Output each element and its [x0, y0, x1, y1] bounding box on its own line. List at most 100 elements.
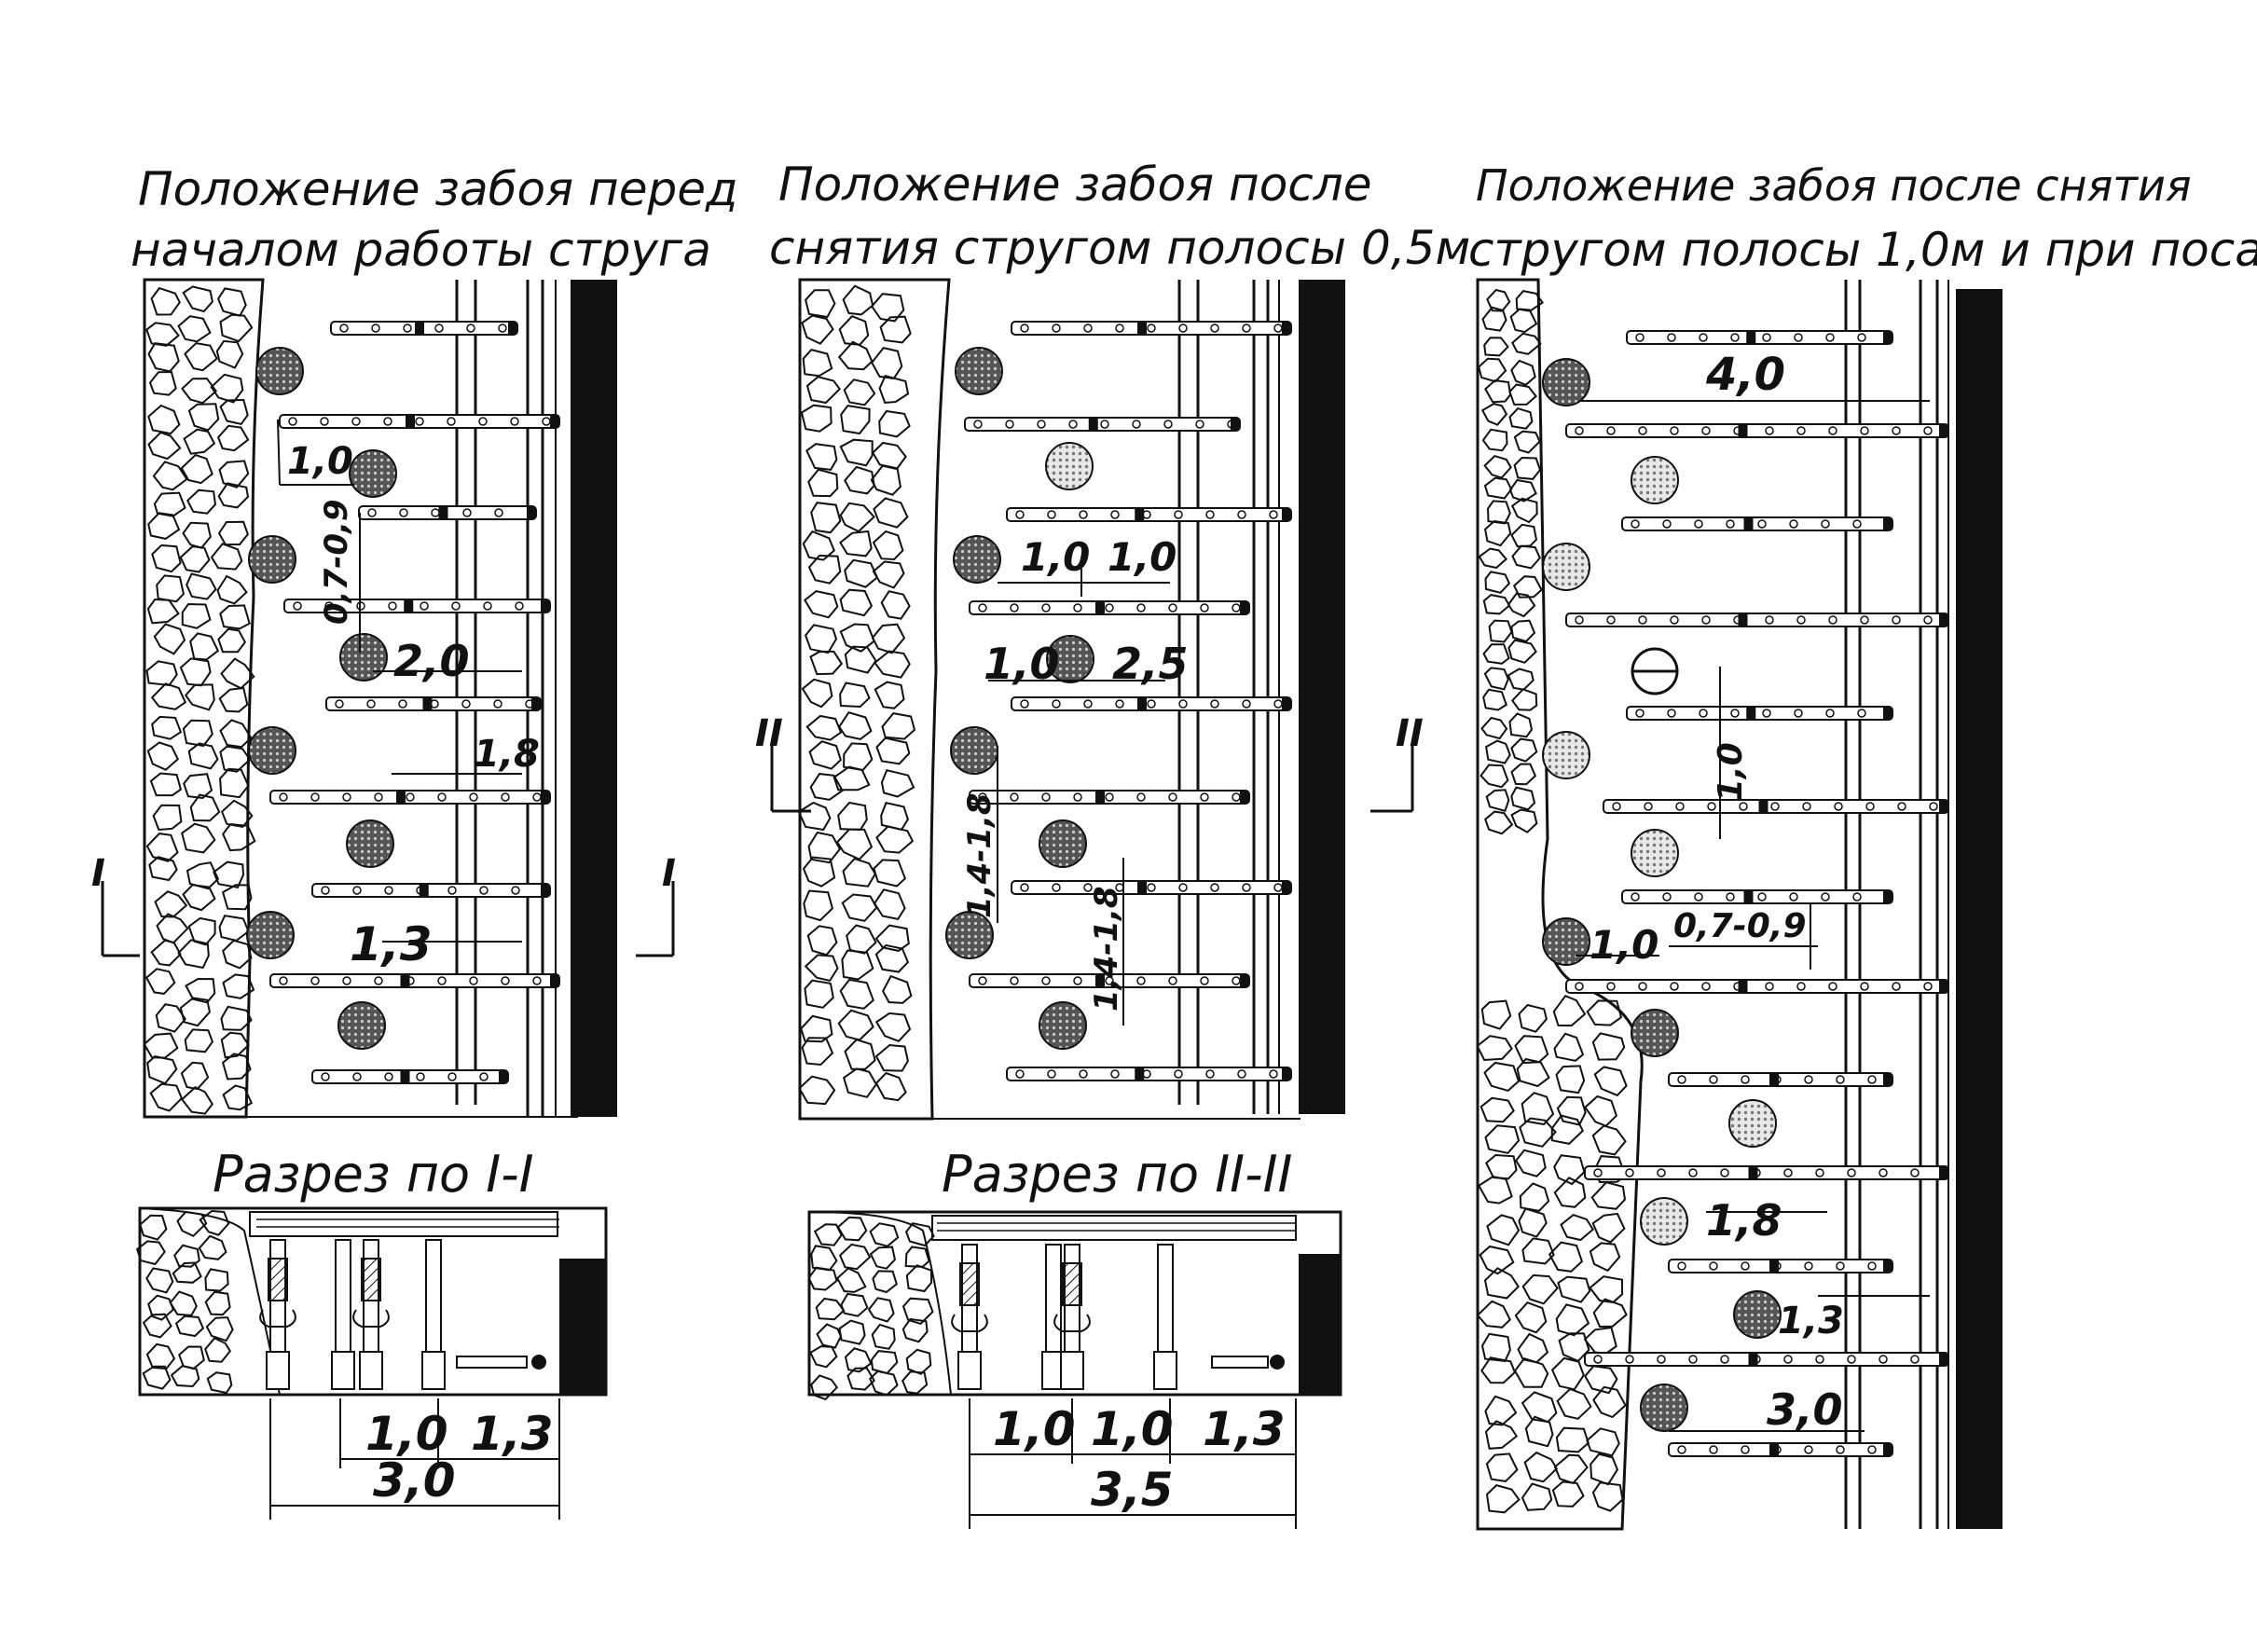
- beam-joint: [1688, 1355, 1698, 1364]
- rock-fragment: [1482, 643, 1510, 665]
- rock-fragment: [146, 1055, 178, 1085]
- prop-clamp: [259, 1309, 296, 1328]
- rock-fragment: [835, 828, 874, 860]
- beam-joint: [1273, 324, 1283, 333]
- beam-clamp: [1883, 708, 1892, 719]
- rock-fragment: [1484, 1153, 1518, 1180]
- beam-joint: [1709, 1445, 1718, 1454]
- beam-joint: [1783, 1355, 1793, 1364]
- beam-joint: [1821, 892, 1830, 902]
- rock-fragment: [874, 650, 911, 679]
- rock-fragment: [1476, 1300, 1512, 1328]
- rock-fragment: [805, 376, 842, 405]
- panel-1: Положение забоя перед началом работы стр…: [91, 162, 738, 1119]
- rock-fragment: [1591, 1212, 1626, 1244]
- rock-fragment: [222, 823, 256, 852]
- rock-fragment: [1521, 1092, 1555, 1126]
- beam-joint: [1110, 510, 1120, 519]
- rock-fragment: [1513, 1357, 1549, 1388]
- goaf-rock-area: [1476, 278, 1644, 1531]
- beam-clamp: [1758, 801, 1768, 812]
- rock-fragment: [1516, 1057, 1550, 1088]
- beam-clamp: [406, 416, 415, 427]
- beam-joint: [1110, 1069, 1120, 1079]
- beam-joint: [978, 792, 987, 802]
- rock-fragment: [809, 650, 844, 676]
- beam-joint: [1079, 1069, 1088, 1079]
- dim-label: 1,4-1,8: [961, 792, 998, 918]
- dim-label: 3,0: [373, 1453, 456, 1507]
- rock-fragment: [180, 1085, 214, 1115]
- beam-joint: [1741, 1261, 1750, 1271]
- beam-joint: [451, 601, 461, 611]
- rock-fragment: [874, 924, 910, 952]
- beam-joint: [351, 417, 361, 426]
- beam-joint: [1237, 1069, 1246, 1079]
- rock-fragment: [146, 741, 180, 771]
- rock-fragment: [151, 715, 183, 740]
- scraper-head: [1270, 1355, 1285, 1370]
- rock-fragment: [1483, 1061, 1521, 1093]
- beam-joint: [1667, 709, 1676, 718]
- beam-joint: [515, 601, 524, 611]
- rock-fragment: [222, 939, 253, 970]
- beam-joint: [1575, 426, 1584, 435]
- rock-fragment: [804, 289, 836, 319]
- rock-fragment: [221, 884, 253, 911]
- panel-2-title-line2: снятия стругом полосы 0,5м: [769, 221, 1470, 275]
- roof-layer: [249, 1211, 558, 1237]
- rock-fragment: [147, 512, 181, 540]
- beam-joint: [1929, 802, 1938, 811]
- rock-fragment: [810, 502, 842, 534]
- rock-fragment: [1514, 1301, 1548, 1334]
- rock-fragment: [1553, 1154, 1586, 1186]
- prop-base: [421, 1351, 446, 1390]
- beam-joint: [434, 324, 444, 333]
- beam-joint: [478, 417, 488, 426]
- rock-fragment: [1508, 478, 1537, 502]
- beam-joint: [466, 324, 475, 333]
- beam-joint: [403, 324, 412, 333]
- rock-fragment: [149, 1082, 184, 1112]
- beam-joint: [310, 976, 320, 985]
- beam-joint: [1195, 420, 1204, 429]
- rock-fragment: [869, 1370, 899, 1397]
- beam-joint: [1593, 1355, 1603, 1364]
- panel-2-title-line1: Положение забоя после: [778, 158, 1372, 212]
- beam-clamp: [400, 1071, 410, 1082]
- rock-fragment: [843, 742, 874, 772]
- rock-fragment: [1550, 1356, 1585, 1391]
- beam-clamp: [1883, 891, 1892, 902]
- rock-fragment: [1521, 1391, 1558, 1424]
- rock-fragment: [807, 1266, 838, 1291]
- rock-fragment: [1484, 1124, 1521, 1154]
- rock-fragment: [816, 1323, 843, 1349]
- beam-joint: [978, 603, 987, 613]
- beam-joint: [1694, 519, 1703, 529]
- beam-joint: [1147, 699, 1156, 709]
- rock-fragment: [1485, 789, 1510, 813]
- rock-fragment: [170, 1365, 200, 1388]
- beam-joint: [1083, 324, 1093, 333]
- rock-fragment: [1484, 810, 1514, 835]
- dim-label: 1,3: [1203, 1402, 1286, 1456]
- beam-clamp: [1240, 792, 1249, 803]
- beam-joint: [1041, 976, 1051, 985]
- beam-joint: [1178, 699, 1188, 709]
- prop-base: [359, 1351, 383, 1390]
- prop-base: [331, 1351, 355, 1390]
- beam-joint: [469, 792, 478, 802]
- rock-fragment: [1486, 1214, 1521, 1246]
- rock-fragment: [146, 598, 180, 625]
- rock-fragment: [1593, 1066, 1628, 1097]
- beam-joint: [279, 976, 288, 985]
- beam-clamp: [1738, 614, 1748, 626]
- beam-clamp: [415, 323, 424, 334]
- dim-label: 3,0: [1767, 1384, 1843, 1435]
- beam-joint: [1804, 1445, 1813, 1454]
- beam-joint: [1079, 510, 1088, 519]
- beam-joint: [447, 1072, 457, 1081]
- beam-clamp: [1240, 602, 1249, 613]
- hydraulic-supports: [945, 347, 1094, 1050]
- rock-fragment: [145, 322, 180, 347]
